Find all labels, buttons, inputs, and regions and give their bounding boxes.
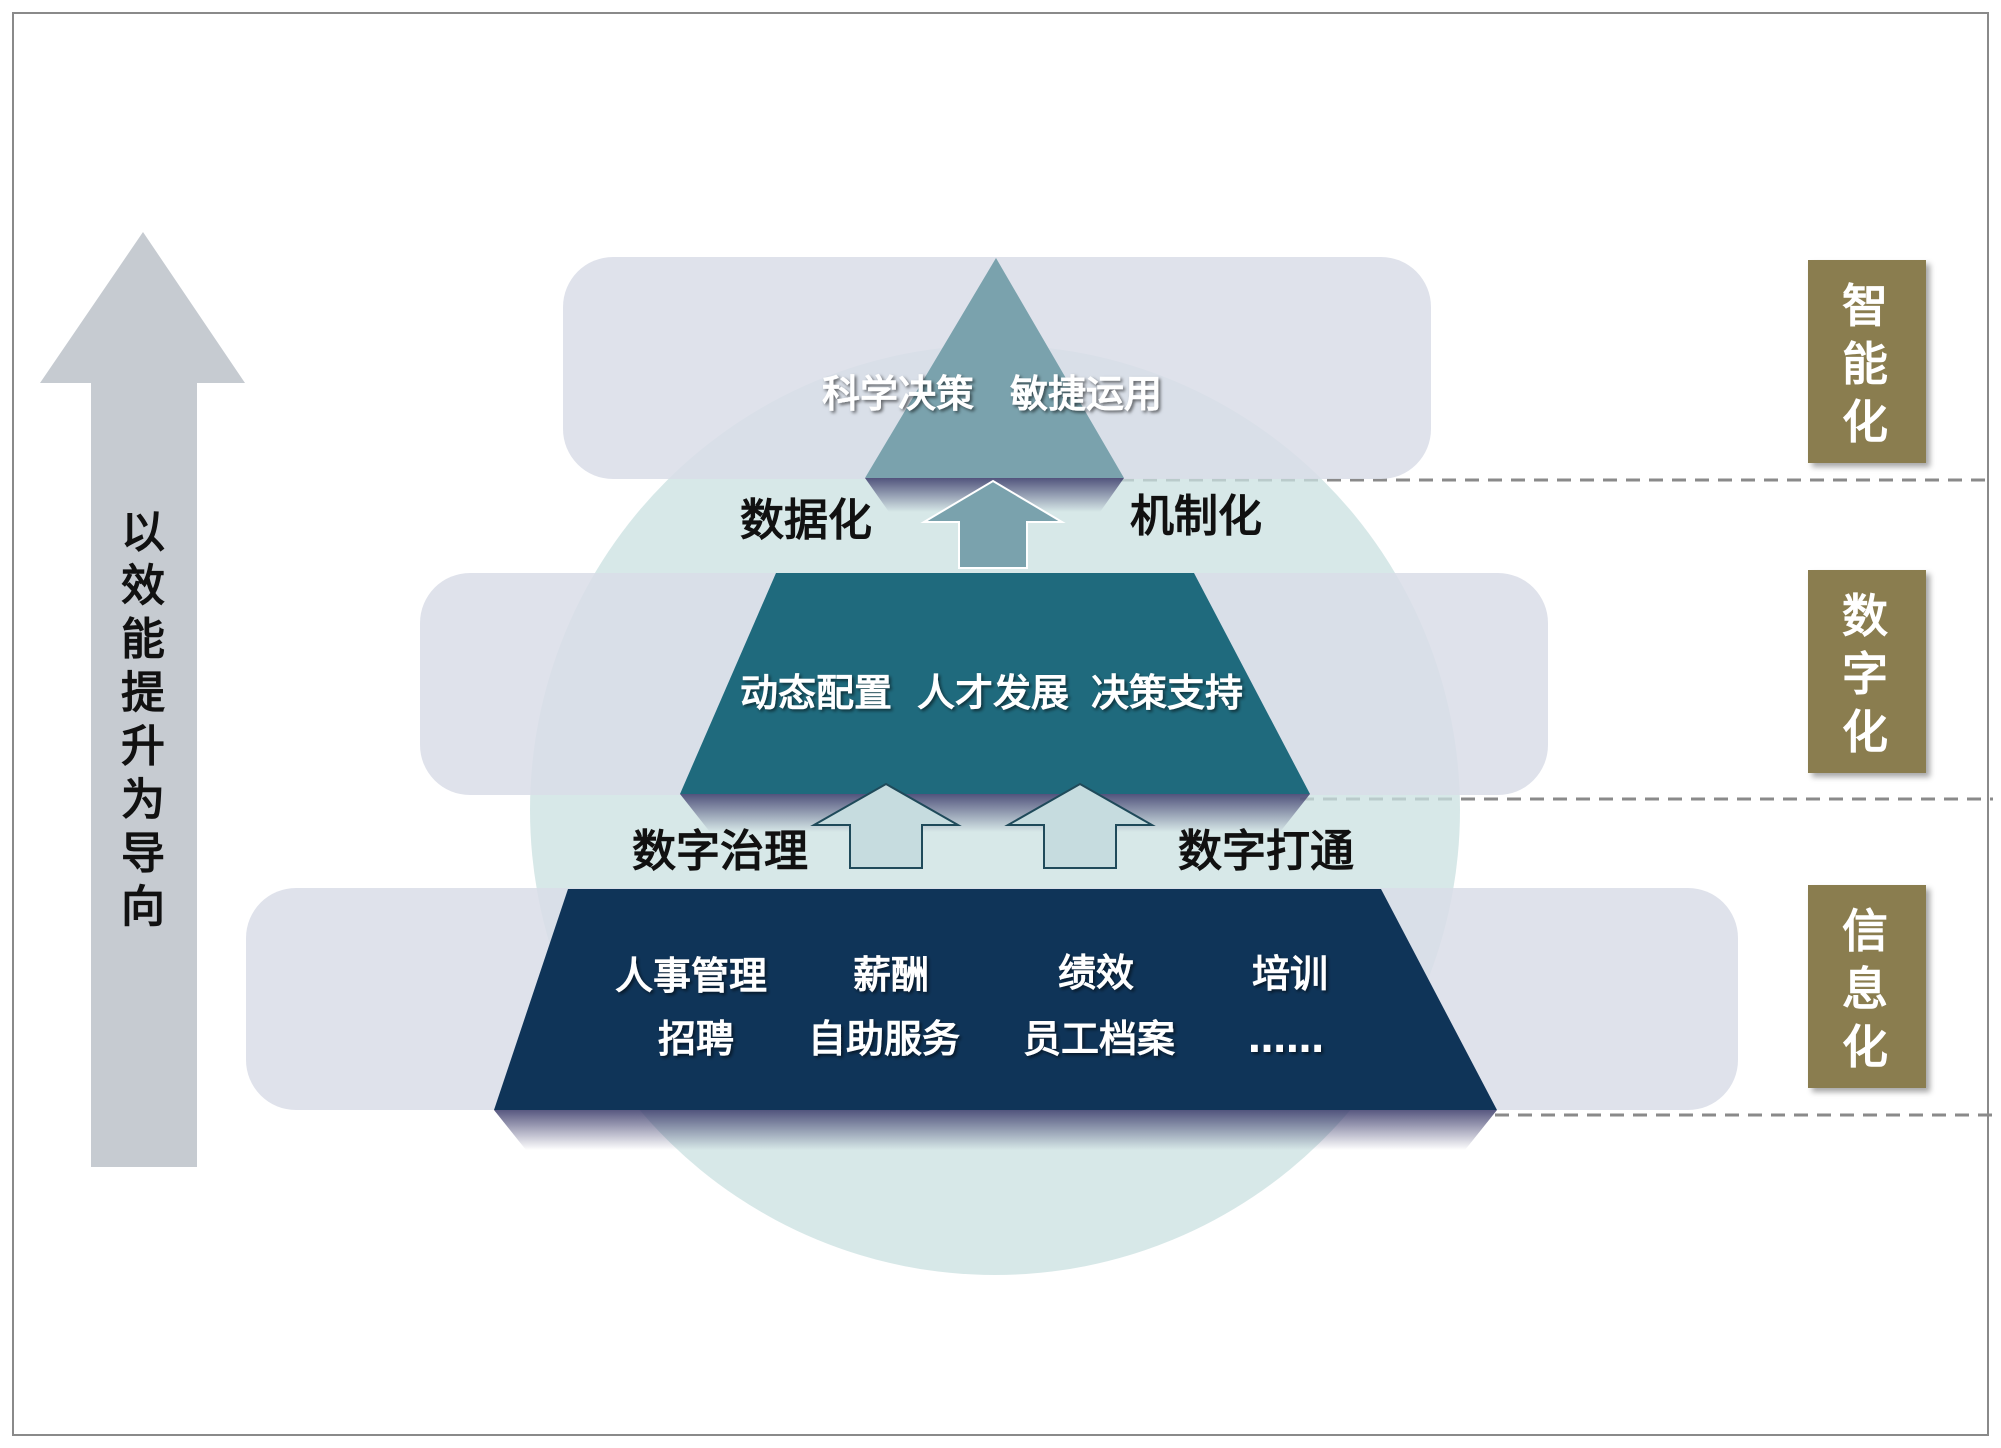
content-scientific-decision: 科学决策 <box>822 372 974 416</box>
transition-governance: 数字治理 <box>632 826 808 877</box>
tag-char: 息 <box>1842 962 1888 1016</box>
tag-digital: 数字化 <box>1808 570 1926 773</box>
content-performance: 绩效 <box>1058 951 1134 995</box>
tag-char: 信 <box>1842 904 1888 958</box>
tag-box <box>1808 570 1926 773</box>
tag-box <box>1808 260 1926 463</box>
transition-arrows <box>810 479 1156 869</box>
tag-label: 信息化 <box>1842 904 1888 1074</box>
tag-char: 化 <box>1842 395 1888 449</box>
tag-char: 数 <box>1842 589 1888 643</box>
up-arrow-icon <box>920 479 1066 569</box>
side-arrow-char: 以 <box>121 507 165 558</box>
side-arrow-char: 为 <box>121 775 165 826</box>
transition-connectivity: 数字打通 <box>1178 826 1354 877</box>
transition-data: 数据化 <box>740 495 872 546</box>
transition-labels: 数据化 机制化 数字治理 数字打通 <box>632 491 1354 877</box>
side-arrow-char: 向 <box>121 882 165 933</box>
tier-information <box>494 889 1497 1110</box>
tag-information: 信息化 <box>1808 885 1926 1088</box>
tag-label: 智能化 <box>1842 279 1888 449</box>
tag-char: 字 <box>1842 647 1888 701</box>
side-arrow-char: 提 <box>121 668 165 719</box>
content-more: …… <box>1248 1017 1324 1061</box>
tag-intelligent: 智能化 <box>1808 260 1926 463</box>
tier-digital <box>680 573 1310 794</box>
content-recruitment: 招聘 <box>658 1017 734 1061</box>
tag-char: 智 <box>1842 279 1888 333</box>
up-arrow-icon <box>1004 782 1156 869</box>
content-hr-management: 人事管理 <box>615 954 767 998</box>
content-decision-support: 决策支持 <box>1091 671 1243 715</box>
side-arrow-char: 升 <box>121 721 165 772</box>
content-talent-development: 人才发展 <box>917 671 1069 715</box>
side-arrow-char: 导 <box>121 828 165 879</box>
tier-content: 科学决策 敏捷运用 动态配置 人才发展 决策支持 人事管理 薪酬 绩效 培训 招… <box>615 372 1328 1061</box>
tag-box <box>1808 885 1926 1088</box>
up-arrow-icon <box>810 782 962 869</box>
content-self-service: 自助服务 <box>808 1017 960 1061</box>
content-dynamic-allocation: 动态配置 <box>740 671 892 715</box>
content-compensation: 薪酬 <box>853 953 929 997</box>
tag-label: 数字化 <box>1842 589 1888 759</box>
side-arrow-char: 效 <box>121 561 165 612</box>
level-tags: 智能化 数字化 信息化 <box>1808 260 1926 1088</box>
diagram-frame <box>12 12 1989 1436</box>
content-employee-records: 员工档案 <box>1023 1017 1176 1061</box>
content-training: 培训 <box>1252 952 1328 996</box>
transition-mechanism: 机制化 <box>1130 491 1262 542</box>
tag-char: 化 <box>1842 1020 1888 1074</box>
content-agile-use: 敏捷运用 <box>1010 372 1162 416</box>
side-arrow-char: 能 <box>121 614 165 665</box>
tier-shadow <box>494 1110 1497 1150</box>
tag-char: 能 <box>1842 337 1888 391</box>
tier-intelligent <box>865 258 1124 478</box>
pyramid <box>494 258 1497 1150</box>
up-arrow-icon <box>40 232 245 1167</box>
tag-char: 化 <box>1842 705 1888 759</box>
